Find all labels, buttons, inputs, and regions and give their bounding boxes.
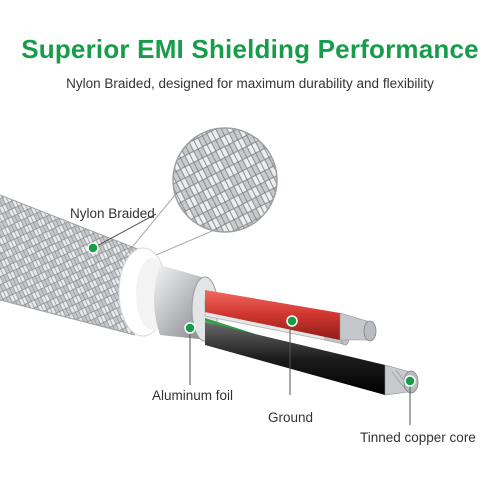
page-title: Superior EMI Shielding Performance <box>21 34 479 64</box>
zoom-guide-line <box>119 194 176 263</box>
callout-dot-copper <box>404 375 416 387</box>
label-aluminum-foil: Aluminum foil <box>152 388 234 403</box>
black-wire <box>205 322 391 395</box>
callout-dot-nylon <box>87 242 99 254</box>
label-tinned-copper-core: Tinned copper core <box>360 430 476 445</box>
callout-dot-ground <box>286 315 298 327</box>
red-wire-copper-end <box>363 320 377 342</box>
braid-zoom-circle <box>172 127 278 233</box>
red-wire <box>205 290 345 340</box>
page-subtitle: Nylon Braided, designed for maximum dura… <box>66 76 434 91</box>
callout-dot-foil <box>184 322 196 334</box>
label-ground: Ground <box>268 410 314 425</box>
leader-nylon-braided <box>94 213 157 248</box>
label-nylon-braided: Nylon Braided <box>70 206 155 221</box>
braided-cable-edge <box>0 194 141 251</box>
braided-cable-body <box>0 195 144 335</box>
